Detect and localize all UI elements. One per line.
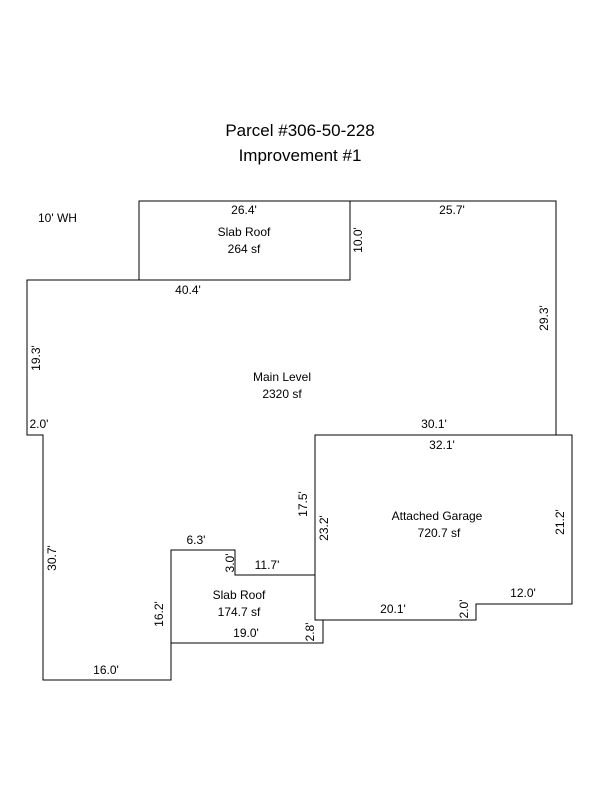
improvement-title: Improvement #1 [238,146,362,165]
dim-slab-bot-step-height: 3.0' [223,554,237,573]
dim-slab-bot-right: 2.8' [303,623,317,642]
dim-slab-bot-top-step: 6.3' [187,533,206,547]
slab-roof-top-label: Slab Roof [218,225,271,239]
main-level-size: 2320 sf [262,387,302,401]
main-level-label: Main Level [253,370,311,384]
dim-garage-step: 2.0' [457,600,471,619]
slab-roof-bottom-label: Slab Roof [213,588,266,602]
garage-outline [314,434,573,621]
dim-slab-bot-top: 11.7' [255,558,280,572]
garage-label: Attached Garage [392,509,483,523]
slab-roof-bottom-outline [171,620,324,644]
dim-slab-top-height: 10.0' [351,227,365,253]
water-heater-note: 10' WH [38,211,77,225]
main-level-outline [26,200,557,681]
dim-main-inner-vertical: 17.5' [296,491,310,517]
sketch-header: Parcel #306-50-228 Improvement #1 [0,118,600,168]
dim-main-step-left: 2.0' [30,417,49,431]
garage-size: 720.7 sf [418,526,461,540]
slab-roof-bottom-size: 174.7 sf [218,605,261,619]
dim-slab-bot-bottom: 19.0' [233,626,259,640]
dim-garage-left: 23.2' [317,515,331,541]
dim-slab-bot-left: 16.2' [152,601,166,627]
dim-main-left-upper: 19.3' [29,345,43,371]
slab-roof-top-size: 264 sf [228,242,261,256]
dim-garage-bottom-right: 12.0' [510,586,536,600]
dim-garage-right: 21.2' [553,509,567,535]
parcel-title: Parcel #306-50-228 [225,121,375,140]
dim-main-bottom: 16.0' [93,663,119,677]
dim-main-bottom-right: 30.1' [421,417,447,431]
dim-main-left-lower: 30.7' [45,545,59,571]
dim-main-top-left: 40.4' [175,283,201,297]
dim-main-top-right: 25.7' [439,203,465,217]
dim-garage-bottom-left: 20.1' [380,602,406,616]
dim-main-right: 29.3' [537,305,551,331]
dim-garage-top: 32.1' [429,438,455,452]
dim-slab-top-width: 26.4' [231,203,257,217]
